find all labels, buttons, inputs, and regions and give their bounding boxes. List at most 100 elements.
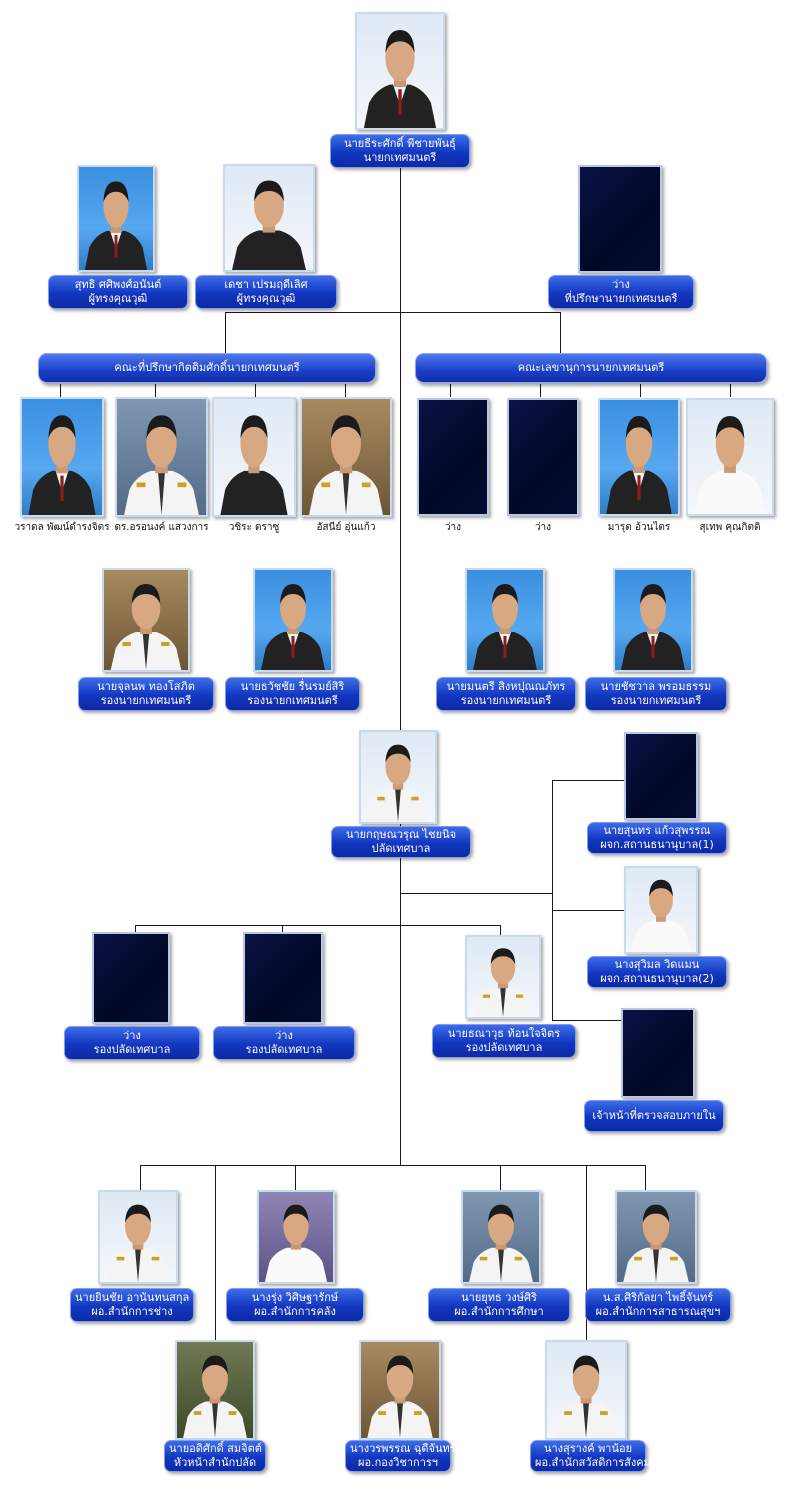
deputy-mayor-label-title: รองนายกเทศมนตรี (460, 694, 552, 707)
advisor-label-name: เดชา เปรมฤดีเลิศ (224, 278, 308, 291)
advisor-label-title: ผู้ทรงคุณวุฒิ (236, 292, 296, 305)
connector-line (225, 312, 226, 353)
secretary-member-photo (598, 398, 680, 516)
director-label-name: นางรุ่ง วิศิษฐารักษ์ (251, 1291, 339, 1304)
head-label-name: นายอดิศักดิ์ สมจิตต์ (169, 1442, 262, 1455)
deputy-mayor-photo (613, 568, 693, 672)
secretary-committee-banner: คณะเลขานุการนายกเทศมนตรี (415, 353, 767, 383)
connector-line (450, 384, 451, 397)
honorary-member-name: วชิระ ดราซู (228, 522, 280, 533)
deputy-clerk-label-name: ว่าง (123, 1029, 141, 1042)
clerk-photo (359, 730, 437, 824)
advisor-label: ว่างที่ปรึกษานายกเทศมนตรี (548, 275, 694, 309)
director-label-name: นายยินชัย อานันทนสกุล (75, 1291, 190, 1304)
connector-line (295, 1165, 296, 1191)
deputy-clerk-photo (465, 935, 541, 1019)
director-label-title: ผอ.สำนักการคลัง (254, 1305, 336, 1318)
deputy-mayor-label-name: นายจุลนพ ทองโสภิต (97, 680, 195, 693)
connector-line (255, 384, 256, 397)
connector-line (140, 1165, 141, 1191)
deputy-mayor-photo (102, 568, 190, 672)
clinic-label-name: นางสุวิมล วิดแมน (614, 958, 700, 971)
connector-line (345, 384, 346, 397)
connector-line (500, 1165, 501, 1191)
clinic-photo (624, 866, 698, 954)
director-label-title: ผอ.สำนักการศึกษา (454, 1305, 544, 1318)
clinic-label: นางสุวิมล วิดแมนผจก.สถานธนานุบาล(2) (587, 956, 727, 988)
head-label: นางสุรางค์ พาน้อยผอ.สำนักสวัสดิการสังคม (530, 1440, 651, 1472)
audit-label: เจ้าหน้าที่ตรวจสอบภายใน (584, 1100, 724, 1132)
head-label-name: นางสุรางค์ พาน้อย (543, 1442, 633, 1455)
advisor-label: เดชา เปรมฤดีเลิศผู้ทรงคุณวุฒิ (195, 275, 337, 309)
head-label-name: นางวรพรรณ ฉุดีจันทร์ (350, 1442, 456, 1455)
deputy-clerk-label: ว่างรองปลัดเทศบาล (64, 1026, 200, 1060)
deputy-clerk-photo (92, 932, 170, 1024)
clinic-photo (624, 732, 698, 820)
connector-line (140, 1165, 646, 1166)
connector-line (552, 1020, 626, 1021)
connector-line (730, 384, 731, 397)
advisor-photo (223, 164, 315, 272)
connector-line (552, 780, 626, 781)
deputy-mayor-label-name: นายมนตรี สิงหปุณณภัทร (446, 680, 566, 693)
deputy-mayor-photo (253, 568, 333, 672)
deputy-clerk-label-title: รองปลัดเทศบาล (465, 1041, 543, 1054)
advisor-label-title: ที่ปรึกษานายกเทศมนตรี (564, 292, 678, 305)
deputy-mayor-label: นายธวัชชัย รื่นรมย์สิริรองนายกเทศมนตรี (225, 677, 360, 711)
secretary-member-photo (417, 398, 489, 516)
honorary-committee-banner: คณะที่ปรึกษากิตติมศักดิ์นายกเทศมนตรี (38, 353, 376, 383)
secretary-member-name: ว่าง (444, 522, 462, 533)
director-label-title: ผอ.สำนักการช่าง (91, 1305, 173, 1318)
connector-line (645, 1165, 646, 1191)
connector-line (400, 893, 553, 894)
director-label-name: น.ส.ศิริกัลยา ไพธิ์จันทร์ (602, 1291, 714, 1304)
connector-line (282, 925, 283, 933)
honorary-member-photo (20, 397, 104, 517)
connector-line (215, 1165, 216, 1346)
mayor-label: นายธีระศักดิ์ พีชายพันธุ์นายกเทศมนตรี (330, 134, 470, 168)
advisor-label-title: ผู้ทรงคุณวุฒิ (88, 292, 148, 305)
director-photo (98, 1190, 178, 1284)
director-photo (461, 1190, 541, 1284)
mayor-photo (355, 12, 445, 130)
head-label: นายอดิศักดิ์ สมจิตต์หัวหน้าสำนักปลัด (164, 1440, 266, 1472)
connector-line (540, 384, 541, 397)
honorary-member-photo (212, 397, 296, 517)
connector-line (552, 910, 626, 911)
clinic-label-title: ผจก.สถานธนานุบาล(1) (600, 838, 714, 851)
clerk-label-name: นายกฤษณวรุณ ไชยนิจ (345, 828, 457, 841)
secretary-member-photo (507, 398, 579, 516)
head-label-title: หัวหน้าสำนักปลัด (173, 1456, 257, 1469)
director-label: น.ส.ศิริกัลยา ไพธิ์จันทร์ผอ.สำนักการสาธา… (585, 1288, 731, 1322)
advisor-label-name: ว่าง (612, 278, 630, 291)
deputy-clerk-label-title: รองปลัดเทศบาล (93, 1043, 171, 1056)
audit-label-name: เจ้าหน้าที่ตรวจสอบภายใน (592, 1109, 716, 1122)
connector-line (225, 312, 561, 313)
clinic-label-name: นายสุนทร แก้วสุพรรณ (603, 824, 711, 837)
director-label: นายยุทธ วงษ์ศิริผอ.สำนักการศึกษา (428, 1288, 570, 1322)
deputy-clerk-label-name: นายธณาวุธ ท้อนใจจิตร (447, 1027, 561, 1040)
advisor-photo (578, 165, 662, 273)
director-label-title: ผอ.สำนักการสาธารณสุขฯ (595, 1305, 721, 1318)
deputy-mayor-label: นายจุลนพ ทองโสภิตรองนายกเทศมนตรี (78, 677, 214, 711)
director-photo (257, 1190, 335, 1284)
deputy-clerk-label: ว่างรองปลัดเทศบาล (213, 1026, 355, 1060)
deputy-mayor-label-name: นายชัชวาล พรอมธรรม (600, 680, 712, 693)
secretary-member-name: สุเทพ คุณกิตติ (699, 522, 761, 533)
connector-line (640, 384, 641, 397)
head-label-title: ผอ.กองวิชาการฯ (358, 1456, 438, 1469)
honorary-member-name: วราดล พัฒน์ดำรงจิตร (14, 522, 110, 533)
connector-line (135, 925, 501, 926)
mayor-label-name: นายธีระศักดิ์ พีชายพันธุ์ (344, 137, 456, 150)
head-photo (359, 1340, 441, 1440)
connector-line (586, 1165, 587, 1341)
connector-line (60, 384, 61, 397)
honorary-member-name: อัสนีย์ อุ่นแก้ว (316, 522, 376, 533)
deputy-mayor-photo (465, 568, 545, 672)
deputy-clerk-label-title: รองปลัดเทศบาล (245, 1043, 323, 1056)
honorary-member-name: ดร.อรอนงค์ แสวงการ (114, 522, 209, 533)
clerk-label: นายกฤษณวรุณ ไชยนิจปลัดเทศบาล (331, 826, 471, 858)
advisor-label-name: สุทธิ ศศิพงศ์อนันต์ (74, 278, 162, 291)
clinic-label: นายสุนทร แก้วสุพรรณผจก.สถานธนานุบาล(1) (587, 822, 727, 854)
